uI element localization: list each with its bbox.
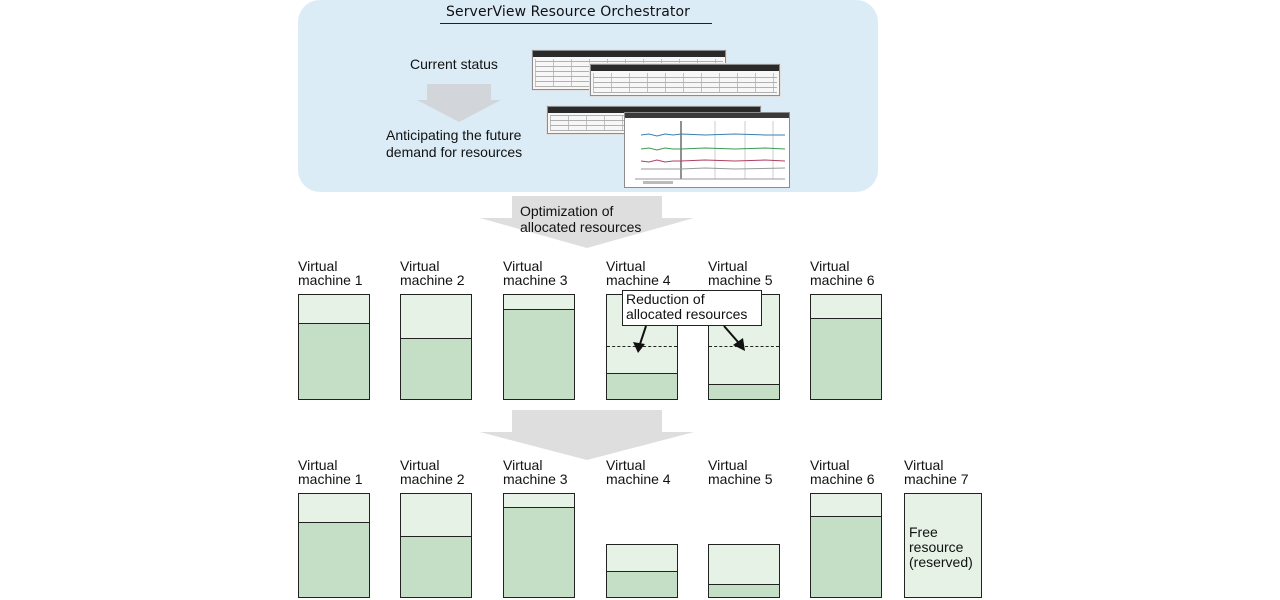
vm-label-line2: machine 3 [503, 272, 568, 288]
vm-used-resource [299, 522, 369, 597]
free-resource-label: Free resource (reserved) [909, 525, 973, 570]
optimization-line2: allocated resources [520, 219, 642, 235]
vm-box-1 [298, 493, 370, 598]
vm-label-line1: Virtual [606, 457, 646, 473]
vm-label-line2: machine 2 [400, 471, 465, 487]
anticipating-line1: Anticipating the future [386, 127, 522, 143]
vm-box-3 [503, 493, 575, 598]
free-line1: Free [909, 524, 938, 540]
vm-box-5 [708, 544, 780, 598]
callout-line2: allocated resources [626, 306, 748, 322]
optimization-arrow [480, 196, 694, 248]
vm-used-resource [607, 373, 677, 399]
reduction-arrow-right-head [733, 338, 745, 351]
vm-box-7 [904, 493, 982, 598]
vm-label-line2: machine 3 [503, 471, 568, 487]
vm-used-resource [811, 516, 881, 597]
rebalance-arrow [480, 410, 694, 460]
free-line3: (reserved) [909, 554, 973, 570]
vm-label-line1: Virtual [606, 258, 646, 274]
optimization-line1: Optimization of [520, 203, 614, 219]
vm-label-line1: Virtual [810, 457, 850, 473]
reduction-arrow-left-head [633, 342, 645, 353]
vm-box-2 [400, 493, 472, 598]
vm-used-resource [504, 309, 574, 399]
vm-label-line1: Virtual [400, 258, 440, 274]
vm-label-line1: Virtual [503, 258, 543, 274]
reduction-callout: Reduction of allocated resources [622, 290, 762, 326]
vm-label-line2: machine 4 [606, 471, 671, 487]
vm-label-line1: Virtual [904, 457, 944, 473]
forecast-chart-graphic [625, 113, 789, 184]
vm-used-resource [401, 536, 471, 597]
vm-box-4 [606, 544, 678, 598]
vm-label-line2: machine 1 [298, 471, 363, 487]
current-status-label: Current status [410, 56, 498, 72]
vm-used-resource [299, 323, 369, 399]
vm-label-line2: machine 5 [708, 471, 773, 487]
callout-line1: Reduction of [626, 291, 705, 307]
vm-label-line1: Virtual [298, 258, 338, 274]
vm-box-1 [298, 294, 370, 400]
vm-label-line2: machine 5 [708, 272, 773, 288]
free-line2: resource [909, 539, 964, 555]
orchestrator-panel [298, 0, 878, 192]
reduction-arrows [633, 325, 745, 353]
panel-down-arrow [417, 84, 501, 122]
status-screenshot-2 [590, 64, 780, 96]
vm-label-line2: machine 7 [904, 471, 969, 487]
vm-box-6 [810, 493, 882, 598]
vm-label-line2: machine 1 [298, 272, 363, 288]
anticipating-line2: demand for resources [386, 144, 523, 160]
panel-title: ServerView Resource Orchestrator [440, 4, 712, 24]
vm-used-resource [709, 584, 779, 597]
vm-used-resource [607, 571, 677, 597]
vm-used-resource [504, 507, 574, 597]
vm-label-line2: machine 4 [606, 272, 671, 288]
forecast-chart-screenshot [624, 112, 790, 188]
vm-label-line1: Virtual [503, 457, 543, 473]
vm-used-resource [709, 384, 779, 399]
vm-label-line1: Virtual [400, 457, 440, 473]
vm-label-line1: Virtual [708, 258, 748, 274]
vm-box-3 [503, 294, 575, 400]
vm-label-line2: machine 2 [400, 272, 465, 288]
vm-label-line2: machine 6 [810, 471, 875, 487]
vm-label-line1: Virtual [708, 457, 748, 473]
vm-label-line2: machine 6 [810, 272, 875, 288]
vm-used-resource [811, 318, 881, 399]
vm-used-resource [401, 338, 471, 399]
vm-label-line1: Virtual [810, 258, 850, 274]
vm-box-2 [400, 294, 472, 400]
vm-box-6 [810, 294, 882, 400]
vm-label-line1: Virtual [298, 457, 338, 473]
